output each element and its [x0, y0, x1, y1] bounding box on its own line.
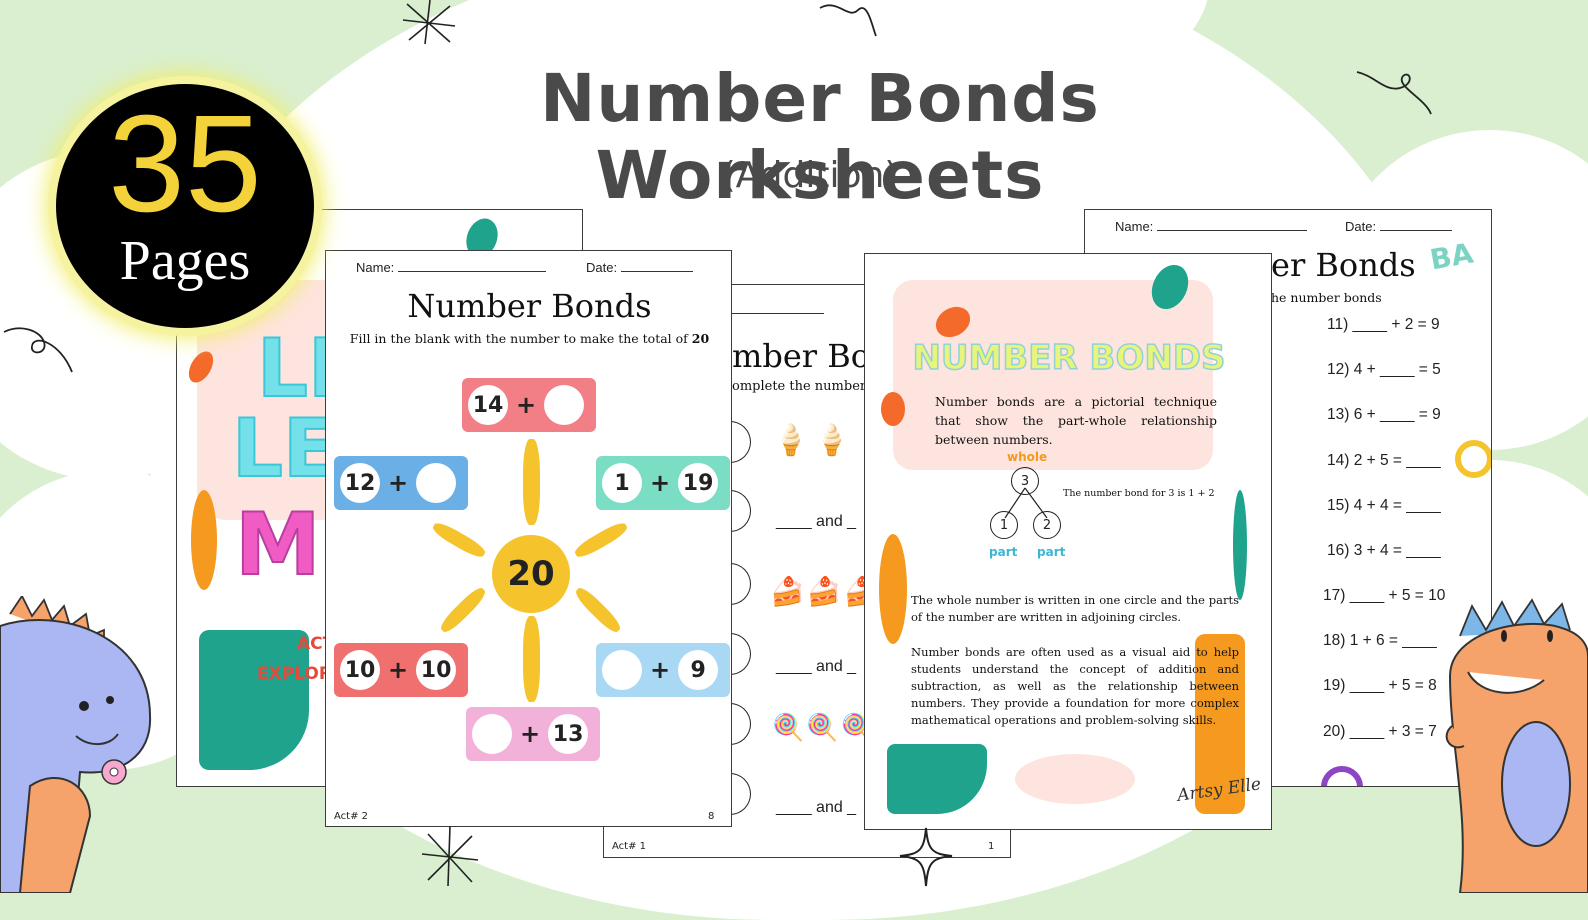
cover-letters: LE	[231, 401, 339, 496]
name-label: Name:	[356, 260, 395, 275]
equation-row: 11) ____ + 2 = 9	[1327, 316, 1440, 333]
equation-row: 15) 4 + 4 = ____	[1327, 497, 1441, 514]
and-line: ____ and _	[776, 513, 857, 530]
doodle-star-icon	[421, 826, 479, 887]
act2-instruction: Fill in the blank with the number to mak…	[349, 331, 710, 346]
part-label: part	[1037, 545, 1066, 559]
and-line: ____ and _	[776, 799, 857, 816]
cover-text: EXPLOR	[257, 664, 332, 684]
doodle-star-icon	[402, 0, 456, 45]
equation-row: 14) 2 + 5 = ____	[1327, 452, 1441, 469]
cover-letters: LI	[256, 321, 339, 416]
sparkle-icon	[899, 827, 953, 887]
act2-footer-right: 8	[708, 811, 715, 822]
bond-blank-circle[interactable]	[602, 650, 642, 690]
bond-pill: 14 +	[462, 378, 596, 432]
equations-heading: er Bonds	[1271, 246, 1416, 284]
equation-row: 20) ____ + 3 = 7	[1323, 723, 1437, 740]
doodle-squiggle-icon	[1356, 71, 1432, 115]
doodle-squiggle-icon	[3, 327, 73, 373]
equations-instruction: he number bonds	[1271, 290, 1382, 305]
and-line: ____ and _	[776, 658, 857, 675]
equation-row: 18) 1 + 6 = ____	[1323, 632, 1437, 649]
bond-blank-circle[interactable]	[472, 714, 512, 754]
bond-circle: 10	[416, 650, 457, 690]
info-intro: Number bonds are a pictorial technique t…	[935, 394, 1217, 447]
bond-circle: 9	[678, 650, 719, 690]
info-paragraph: The whole number is written in one circl…	[911, 593, 1239, 624]
date-label: Date:	[586, 260, 618, 275]
act1-instruction: omplete the number b	[732, 379, 879, 394]
page-subtitle: (Addition)	[721, 155, 899, 196]
lollipop-icon: 🍭🍭🍭	[772, 713, 876, 743]
bond-caption: The number bond for 3 is 1 + 2	[1063, 488, 1215, 499]
doodle-squiggle-icon	[819, 4, 877, 37]
bond-circle: 12	[340, 463, 380, 503]
bond-pill: + 13	[466, 707, 600, 761]
cake-icon: 🍰🍰🍰	[770, 575, 881, 608]
act1-footer-left: Act# 1	[612, 841, 647, 852]
info-paragraph: Number bonds are often used as a visual …	[911, 645, 1239, 727]
orange-dinosaur-icon	[1445, 598, 1588, 893]
whole-label: whole	[1007, 450, 1048, 464]
bond-pill: + 9	[596, 643, 730, 697]
equation-row: 17) ____ + 5 = 10	[1323, 587, 1446, 604]
whole-circle: 3	[1011, 467, 1039, 495]
act2-heading: Number Bonds	[407, 287, 652, 325]
part-circle: 1	[990, 511, 1018, 539]
equation-row: 16) 3 + 4 = ____	[1327, 542, 1441, 559]
page-title: Number Bonds Worksheets	[540, 60, 1100, 214]
act1-heading: mber Bo	[732, 337, 871, 375]
alphabet-deco-icon: BA	[1427, 236, 1476, 277]
bond-pill: 10 + 10	[334, 643, 468, 697]
bond-circle: 19	[678, 463, 719, 503]
bond-pill: 12 +	[334, 456, 468, 510]
name-label: Name:	[1115, 219, 1154, 234]
bond-pill: 1 + 19	[596, 456, 730, 510]
bond-circle: 14	[468, 385, 508, 425]
cover-text: ACT	[297, 634, 335, 654]
badge-number: 35	[108, 87, 262, 241]
equation-row: 12) 4 + ____ = 5	[1327, 361, 1441, 378]
cover-letters: M	[234, 494, 322, 596]
date-label: Date:	[1345, 219, 1377, 234]
sun-center: 20	[492, 535, 570, 613]
badge-label: Pages	[119, 230, 251, 292]
act2-sheet: Name: Date: Number Bonds Fill in the bla…	[325, 250, 732, 827]
equation-row: 19) ____ + 5 = 8	[1323, 677, 1437, 694]
act1-footer-right: 1	[988, 841, 995, 852]
bond-blank-circle[interactable]	[544, 385, 585, 425]
bond-circle: 13	[548, 714, 589, 754]
part-circle: 2	[1033, 511, 1061, 539]
equation-row: 13) 6 + ____ = 9	[1327, 406, 1441, 423]
pages-badge: 35 Pages	[56, 84, 314, 328]
bond-blank-circle[interactable]	[416, 463, 457, 503]
blue-dinosaur-icon	[0, 596, 152, 893]
info-sheet: NUMBER BONDS Number bonds are a pictoria…	[864, 253, 1272, 830]
act2-footer-left: Act# 2	[334, 811, 369, 822]
bond-circle: 1	[602, 463, 642, 503]
bond-circle: 10	[340, 650, 380, 690]
part-label: part	[989, 545, 1018, 559]
info-heading: NUMBER BONDS	[912, 337, 1227, 379]
